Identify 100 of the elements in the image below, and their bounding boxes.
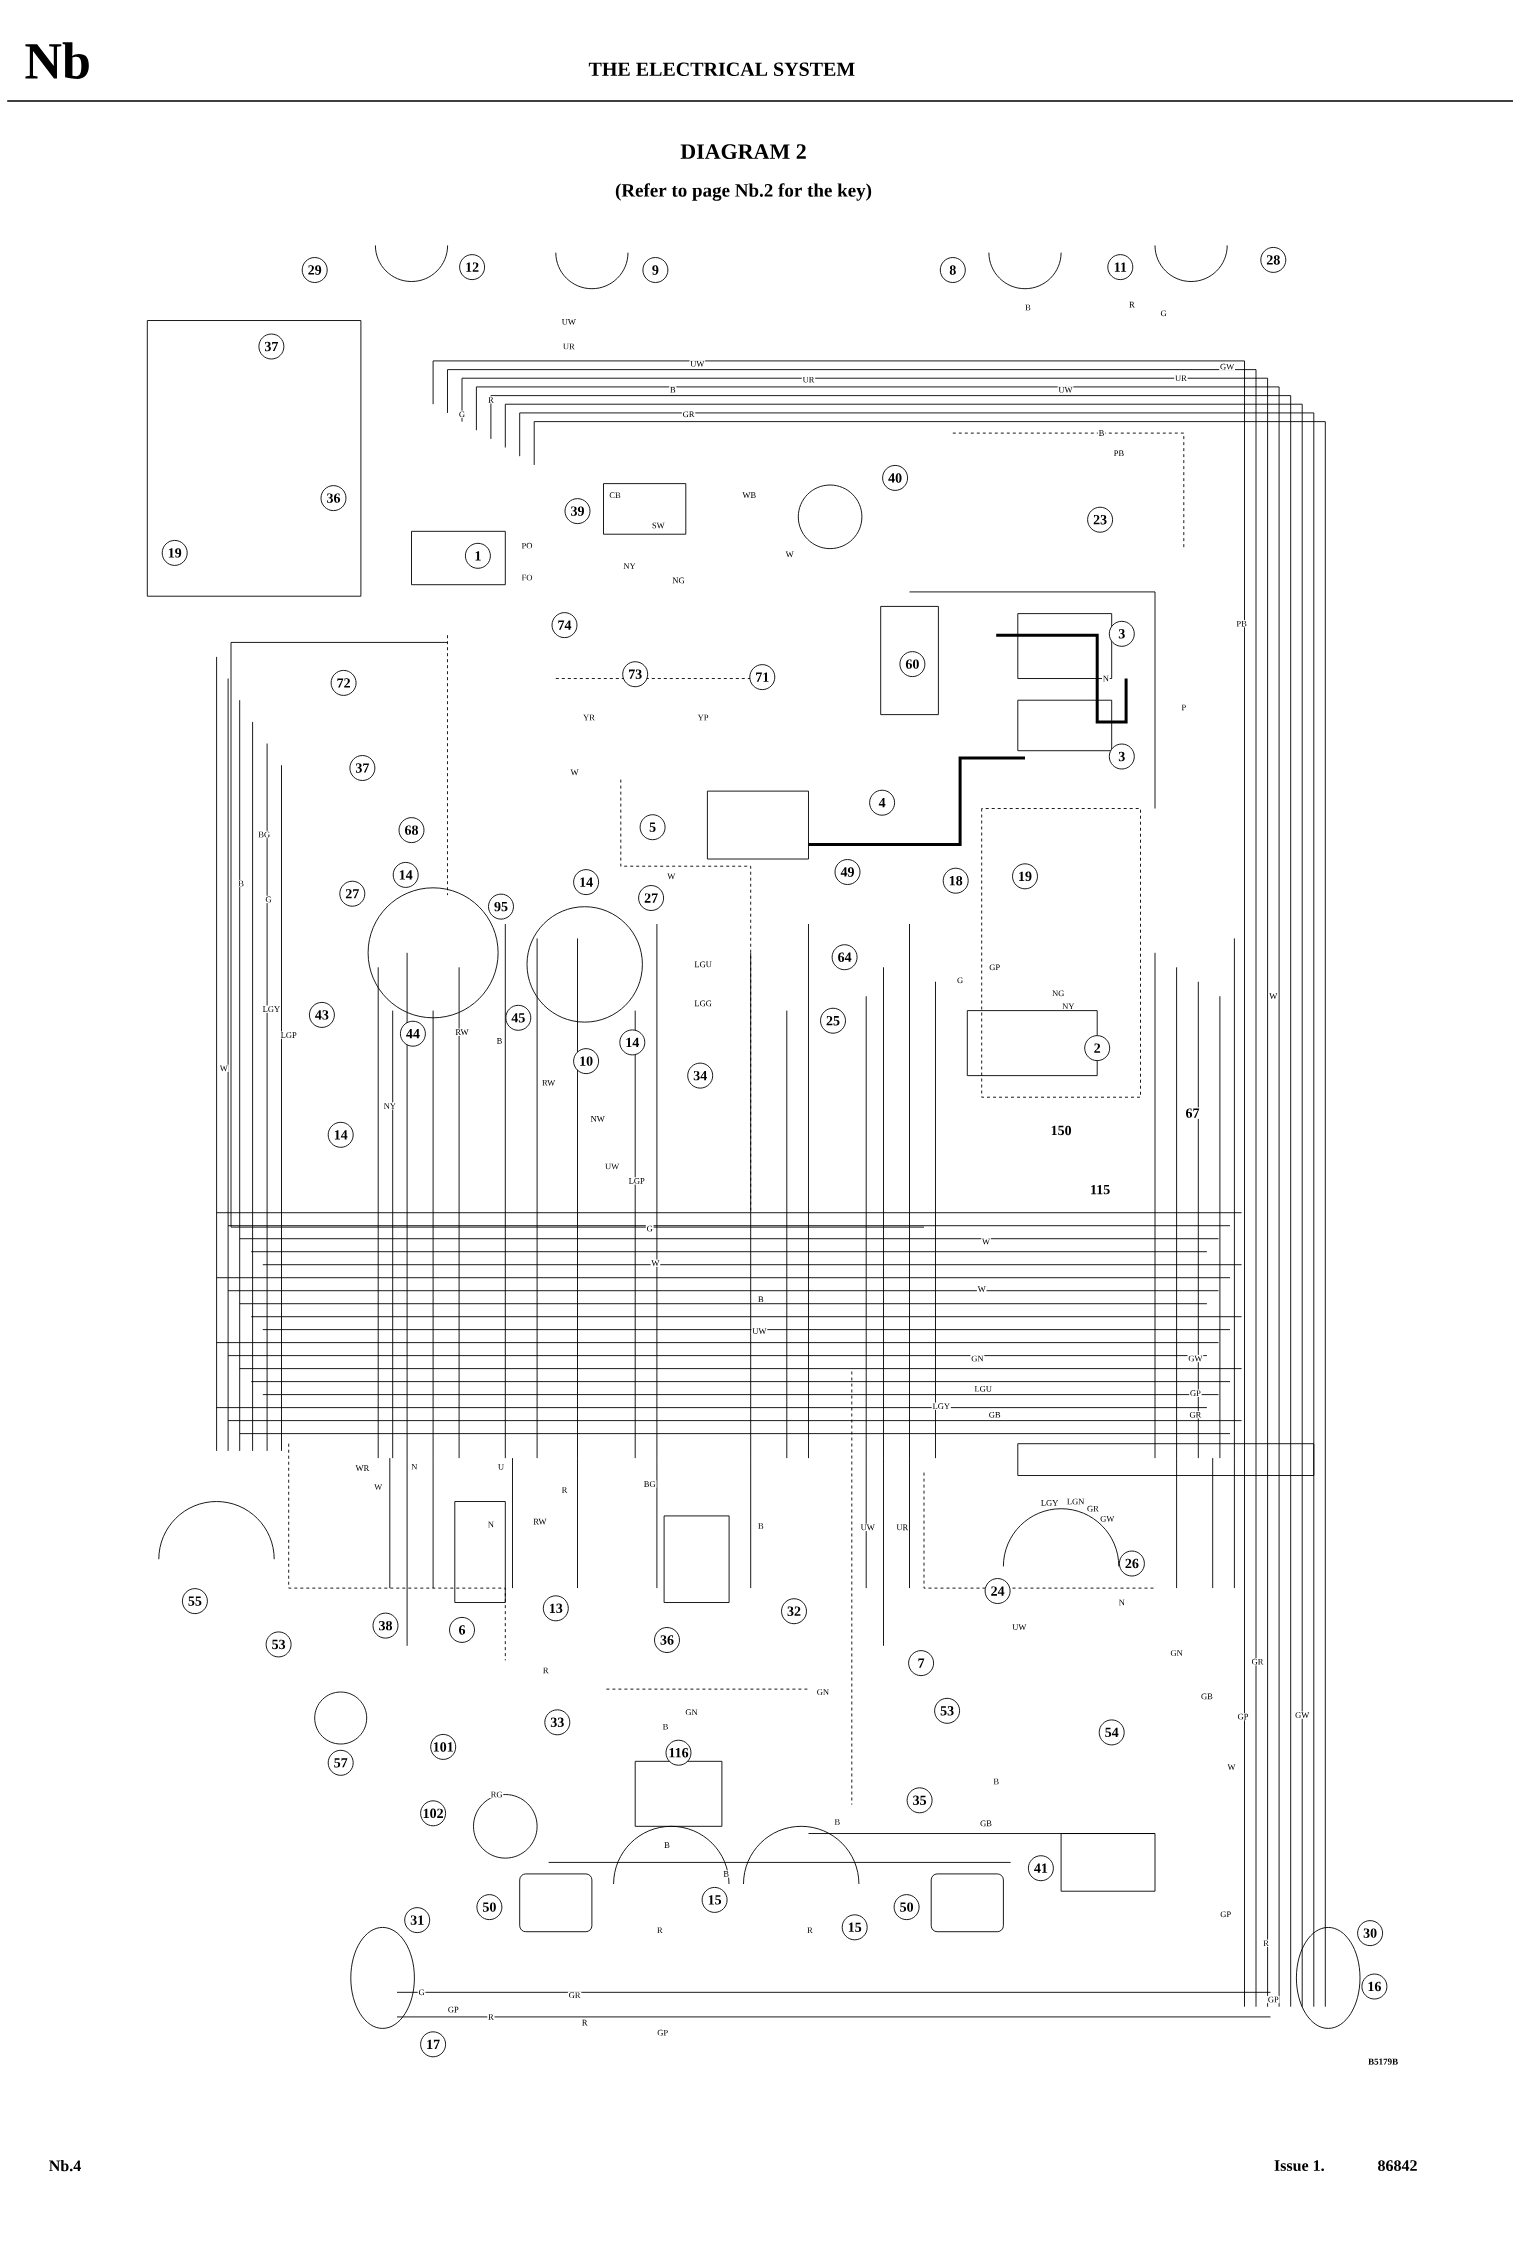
wire-code: YR xyxy=(582,713,596,722)
callout-number: 37 xyxy=(349,755,376,781)
callout-number: 41 xyxy=(1027,1855,1054,1882)
wire-code: PB xyxy=(1235,620,1248,628)
wire-code: R xyxy=(542,1666,550,1674)
callout-number: 9 xyxy=(642,257,669,283)
wire-code: NG xyxy=(671,576,686,585)
wire-code: R xyxy=(560,1486,569,1494)
wire-code: RW xyxy=(454,1028,470,1036)
drawing-number: B5179B xyxy=(1368,2058,1398,2065)
callout-number: 26 xyxy=(1118,1550,1145,1577)
wire-code: UW xyxy=(751,1327,768,1335)
callout-number: 14 xyxy=(327,1121,354,1148)
wire-code: R xyxy=(656,1926,664,1934)
wire-code: LGY xyxy=(261,1005,281,1013)
page-heading: THE ELECTRICAL SYSTEM xyxy=(588,62,855,77)
callout-number: 95 xyxy=(488,893,514,920)
callout-number: 43 xyxy=(308,1001,335,1028)
callout-number: 28 xyxy=(1260,246,1287,273)
section-code: Nb xyxy=(25,42,89,79)
callout-number: 72 xyxy=(330,669,357,696)
callout-number: 36 xyxy=(320,485,347,512)
callout-number: 37 xyxy=(258,333,285,360)
callout-number: 38 xyxy=(372,1612,399,1639)
callout-number: 19 xyxy=(1012,863,1038,890)
callout-number: 5 xyxy=(639,814,666,841)
wire-code: UW xyxy=(1057,386,1074,394)
callout-number: 3 xyxy=(1108,620,1135,647)
wire-code: R xyxy=(1128,301,1136,309)
callout-number: 15 xyxy=(701,1886,728,1913)
wire-code: R xyxy=(806,1926,814,1934)
diagram-title: DIAGRAM 2 xyxy=(680,144,806,159)
callout-number: 29 xyxy=(301,257,328,283)
callout-number: 24 xyxy=(984,1578,1011,1604)
wire-code: GB xyxy=(1200,1692,1214,1701)
wire-code: GR xyxy=(1188,1411,1203,1419)
wire-code: UW xyxy=(689,360,706,368)
callout-number: 150 xyxy=(1049,1124,1073,1137)
wire-code: W xyxy=(1268,992,1279,1000)
callout-number: 19 xyxy=(161,539,188,566)
wire-code: B xyxy=(495,1037,504,1045)
wire-code: GR xyxy=(1086,1505,1100,1513)
wire-code: B xyxy=(1097,429,1106,437)
callout-number: 60 xyxy=(899,651,926,678)
wire-code: GR xyxy=(681,410,696,418)
wire-code: GP xyxy=(988,963,1001,971)
callout-number: 15 xyxy=(841,1914,868,1941)
wire-code: GR xyxy=(567,1991,582,1999)
wire-code: GN xyxy=(684,1708,699,1716)
wire-code: GW xyxy=(1294,1711,1311,1719)
wire-code: B xyxy=(833,1818,841,1826)
callout-number: 50 xyxy=(476,1894,503,1921)
wire-code: UR xyxy=(1174,374,1188,382)
wire-code: GP xyxy=(656,2029,669,2037)
wire-code: R xyxy=(581,2019,589,2027)
wire-code: LGY xyxy=(1040,1499,1060,1507)
callout-number: 14 xyxy=(392,861,419,888)
wire-code: YP xyxy=(696,713,710,722)
wire-code: NW xyxy=(589,1115,606,1123)
wire-code: LGP xyxy=(279,1031,298,1039)
wire-code: UW xyxy=(859,1523,876,1532)
wire-code: SW xyxy=(651,521,666,530)
wire-code: B xyxy=(661,1723,670,1731)
wire-code: RW xyxy=(541,1079,556,1087)
wire-code: W xyxy=(650,1259,661,1267)
wire-code: G xyxy=(264,895,273,904)
wire-code: WR xyxy=(354,1464,371,1472)
wire-code: GN xyxy=(815,1688,830,1696)
wire-code: W xyxy=(373,1483,383,1491)
callout-number: 14 xyxy=(619,1029,646,1056)
wire-code: UW xyxy=(1011,1623,1028,1631)
wire-code: B xyxy=(669,386,677,394)
wire-code: W xyxy=(976,1285,987,1293)
callout-number: 12 xyxy=(459,254,486,281)
wire-code: GB xyxy=(979,1819,993,1828)
wire-code: G xyxy=(645,1224,654,1233)
callout-number: 73 xyxy=(622,661,649,688)
wire-code: PB xyxy=(1112,449,1125,457)
wire-code: GP xyxy=(447,2005,460,2014)
wire-code: B xyxy=(663,1841,671,1849)
wire-code: B xyxy=(757,1522,765,1530)
callout-number: 49 xyxy=(834,859,861,885)
wire-code: GW xyxy=(1219,363,1235,371)
callout-number: 11 xyxy=(1107,254,1134,281)
wire-code: P xyxy=(1180,703,1187,711)
callout-number: 18 xyxy=(942,867,969,894)
wire-code: R xyxy=(487,2013,495,2021)
footer-text: Issue 1. xyxy=(1274,2160,1324,2171)
callout-number: 27 xyxy=(638,885,665,911)
wire-code: G xyxy=(1159,309,1168,317)
wire-code: UR xyxy=(895,1523,909,1532)
wire-code: GP xyxy=(1189,1389,1202,1397)
callout-number: 53 xyxy=(934,1697,961,1724)
wire-code: B xyxy=(992,1777,1000,1786)
callout-number: 55 xyxy=(181,1588,208,1615)
wire-code: GR xyxy=(1250,1658,1265,1666)
footer-text: 86842 xyxy=(1378,2160,1417,2171)
callout-number: 1 xyxy=(464,542,491,569)
wire-code: UR xyxy=(801,376,816,384)
callout-number: 53 xyxy=(265,1631,292,1658)
